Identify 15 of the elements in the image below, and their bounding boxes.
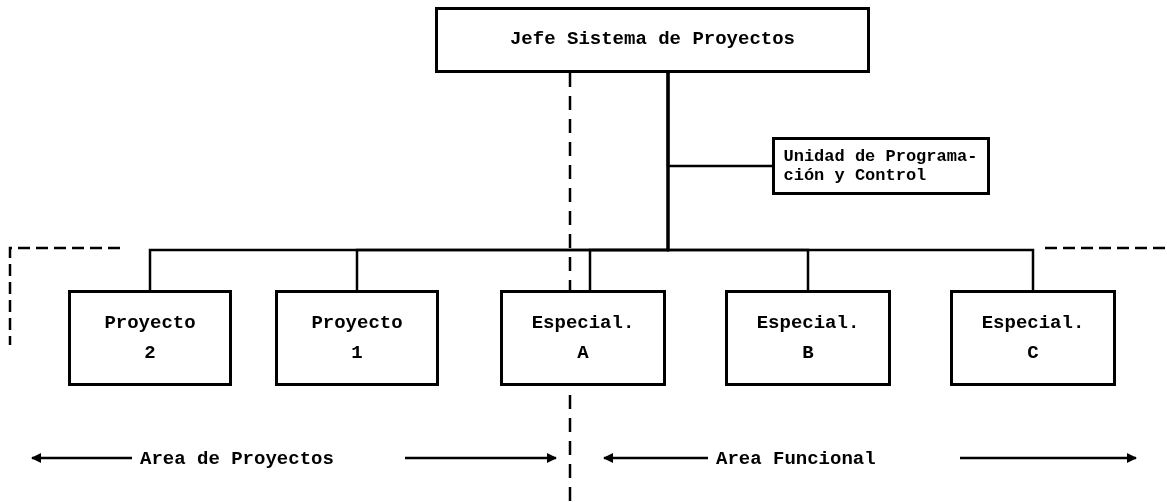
box-label: Proyecto 2 <box>103 311 197 366</box>
org-box <box>275 290 439 386</box>
org-box <box>725 290 891 386</box>
box-label: Proyecto 1 <box>310 311 404 366</box>
org-box <box>500 290 666 386</box>
connector-line <box>666 73 1035 290</box>
box-label: Especial. C <box>980 311 1086 366</box>
org-box <box>950 290 1116 386</box>
box-label: Especial. B <box>755 311 861 366</box>
org-box <box>435 7 870 73</box>
org-box <box>772 137 990 195</box>
box-label: Unidad de Programa- ción y Control <box>783 147 979 185</box>
org-box <box>68 290 232 386</box>
box-label: Jefe Sistema de Proyectos <box>509 28 795 52</box>
box-label: Especial. A <box>530 311 636 366</box>
